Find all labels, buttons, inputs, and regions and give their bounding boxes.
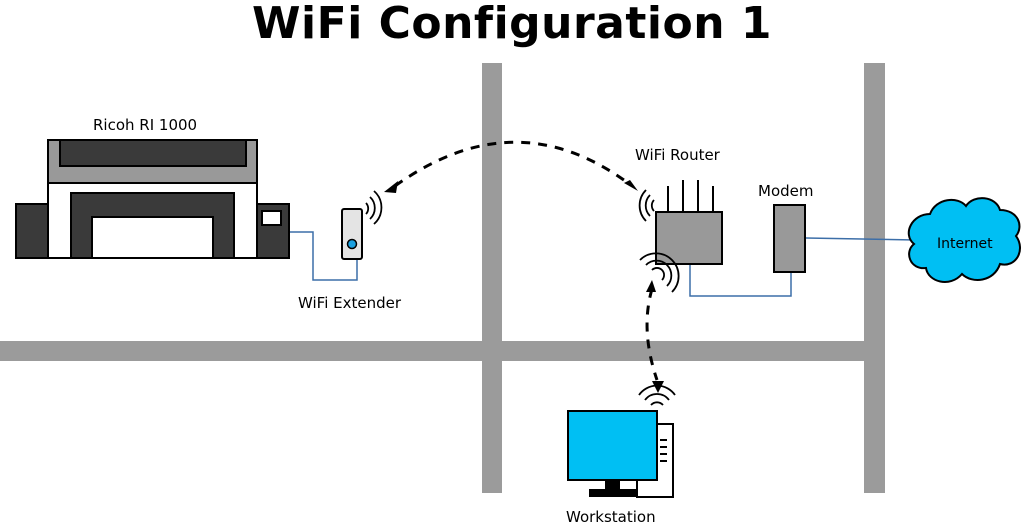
cable-router-modem [689,264,792,297]
arrowhead-router-lower [646,280,656,292]
workstation-icon [567,410,674,498]
modem-icon [773,204,806,273]
internet-label: Internet [937,236,993,252]
modem-label: Modem [758,182,814,200]
wireless-links [394,140,659,381]
wireless-link-router-workstation [645,288,659,381]
wall-vertical-right [864,63,885,493]
diagram-title: WiFi Configuration 1 [252,0,772,49]
workstation-signal-icon [638,384,676,406]
extender-signal-icon [365,190,383,225]
arrowheads [384,180,664,393]
printer-label: Ricoh RI 1000 [93,116,198,134]
internet-cloud-icon [907,197,1021,283]
wireless-link-extender-router [394,140,629,188]
arrowhead-router [624,180,638,191]
wall-vertical-left [482,63,502,493]
cables [289,231,917,297]
printer-icon [15,139,290,259]
workstation-label: Workstation [566,508,656,526]
router-label: WiFi Router [635,146,720,164]
arrowhead-workstation [652,381,664,393]
extender-icon [341,208,363,260]
cable-printer-extender [289,231,358,281]
wall-horizontal [0,341,866,361]
extender-label: WiFi Extender [298,294,402,312]
cable-modem-internet [805,237,917,241]
router-signal-icon [638,189,655,222]
router-icon [655,180,723,265]
router-signal-lower-icon [639,252,680,293]
arrowhead-extender [384,181,398,193]
